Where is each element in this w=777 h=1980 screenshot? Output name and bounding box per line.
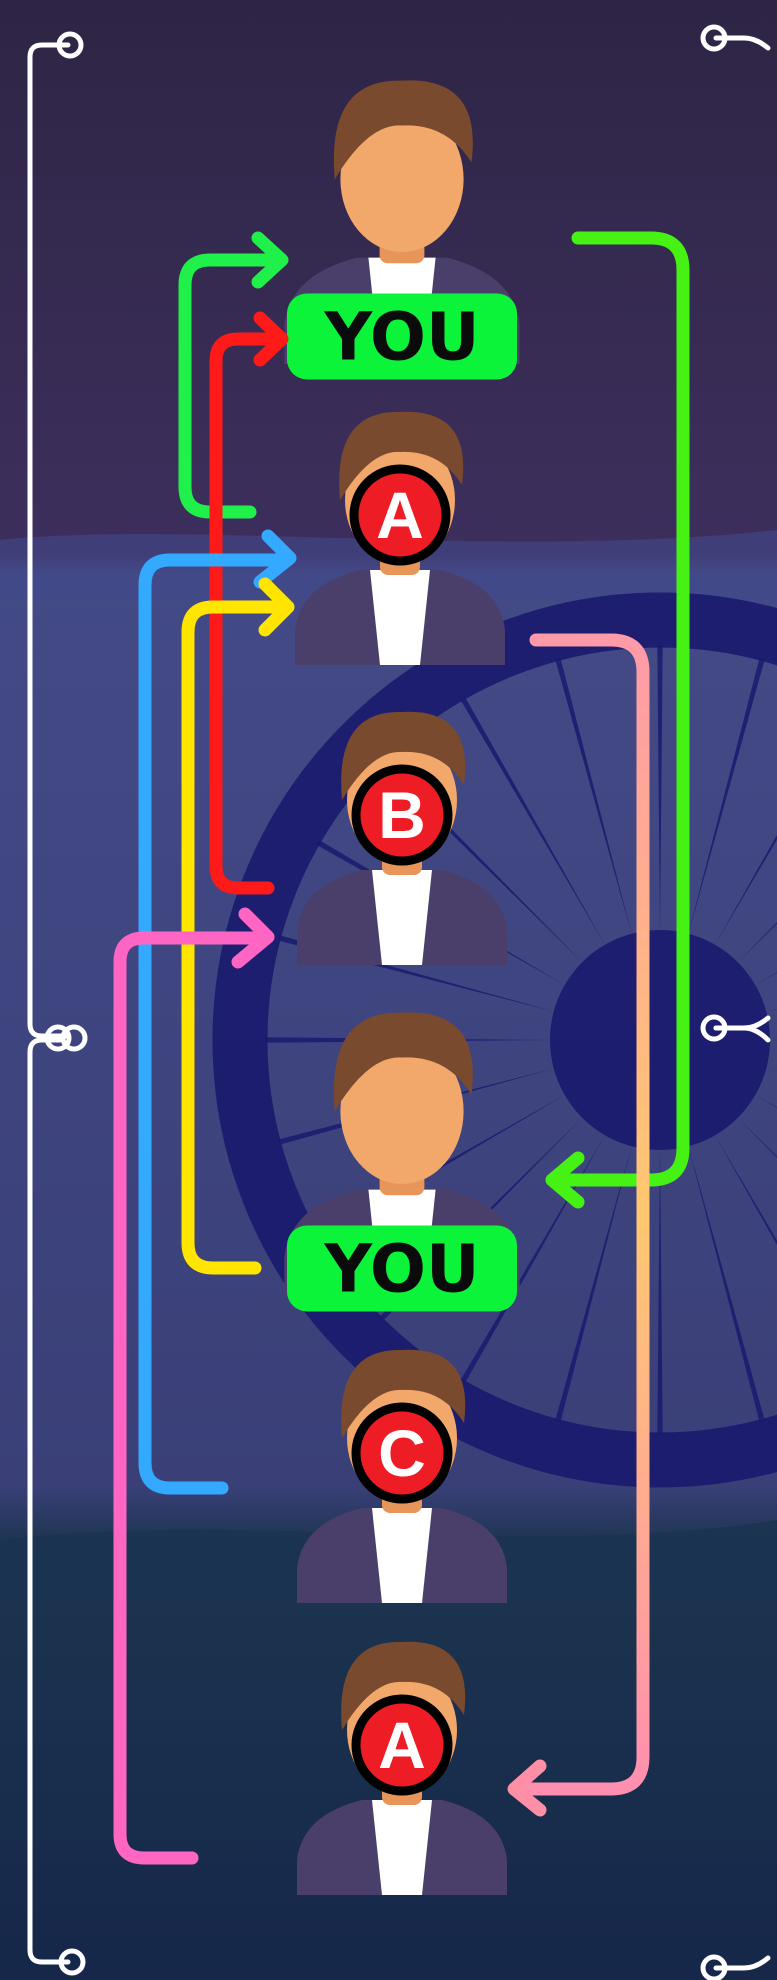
letter-label: A bbox=[378, 1708, 426, 1782]
letter-label: B bbox=[378, 778, 426, 852]
you-label: YOU bbox=[323, 298, 479, 375]
you-label: YOU bbox=[323, 1230, 479, 1307]
shirt bbox=[370, 570, 430, 665]
letter-label: C bbox=[378, 1416, 426, 1490]
shirt bbox=[372, 1508, 432, 1603]
shirt bbox=[372, 1800, 432, 1895]
shirt bbox=[372, 870, 432, 965]
letter-label: A bbox=[376, 478, 424, 552]
